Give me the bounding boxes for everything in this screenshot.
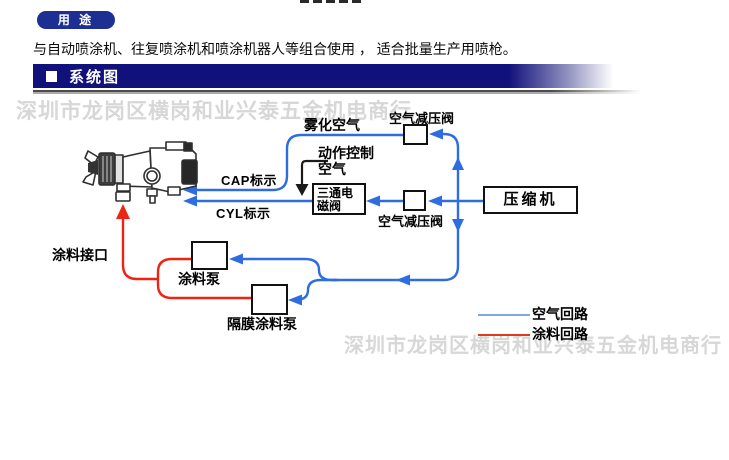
legend-paint-line-sample	[478, 334, 530, 336]
side-fitting	[167, 186, 181, 196]
rear-block	[181, 159, 198, 185]
spray-gun-illustration	[82, 141, 198, 204]
arrow-left-icon	[288, 294, 302, 306]
air-regulator-valve-top	[403, 124, 428, 145]
pump-loop-line	[156, 257, 251, 300]
arrow-down-icon	[295, 184, 309, 196]
air-regulator-valve-bottom	[403, 190, 426, 211]
arrow-left-icon	[366, 195, 380, 207]
compressor: 压缩机	[483, 186, 578, 214]
purpose-description: 与自动喷涂机、往复喷涂机和喷涂机器人等组合使用 ， 适合批量生产用喷枪。	[33, 41, 517, 57]
atomizing-air-line	[194, 133, 403, 192]
arrow-down-icon	[452, 219, 464, 232]
paint-pump	[191, 241, 228, 270]
up-branch-line	[439, 132, 460, 201]
arrow-left-icon	[429, 128, 443, 140]
top-knob	[183, 142, 193, 152]
bottom-fitting	[146, 188, 158, 197]
bottom-stem	[149, 195, 156, 204]
solenoid-label-line2: 磁阀	[317, 199, 342, 213]
purpose-badge: 用 途	[37, 11, 115, 29]
clipped-text-fragment	[300, 0, 362, 3]
paint-nipple-cap	[115, 191, 131, 202]
air-regulator-label-top: 空气减压阀	[389, 111, 455, 126]
arrow-left-icon	[183, 195, 197, 207]
arrow-left-icon	[229, 253, 243, 265]
control-air-elbow-line	[300, 159, 328, 185]
cyl-mark-label: CYL标示	[216, 206, 271, 221]
air-circuit-lines	[194, 132, 483, 302]
section-title: 系统图	[69, 68, 121, 86]
section-header-bar: 系统图	[33, 64, 613, 88]
atomizing-air-label: 雾化空气	[304, 117, 360, 133]
section-underline	[33, 90, 641, 94]
watermark-text: 深圳市龙岗区横岗和业兴泰五金机电商行	[344, 335, 722, 357]
arrow-up-icon	[116, 204, 130, 219]
to-paint-pump-line	[239, 257, 338, 282]
action-control-air-label: 动作控制 空气	[318, 145, 374, 177]
square-bullet-icon	[46, 70, 57, 82]
diaphragm-pump-label: 隔膜涂料泵	[227, 316, 297, 332]
paint-pump-label: 涂料泵	[178, 271, 220, 287]
paint-circuit-lines	[121, 212, 251, 300]
legend-air-label: 空气回路	[532, 306, 588, 322]
adjust-knob-inner	[146, 170, 158, 182]
paint-inlet-label: 涂料接口	[52, 247, 108, 263]
cap-mark-label: CAP标示	[221, 173, 277, 188]
air-regulator-label-bottom: 空气减压阀	[378, 214, 444, 229]
solenoid-label-line1: 三通电	[317, 186, 354, 200]
arrow-left-icon	[428, 195, 442, 207]
down-branch-line	[333, 201, 460, 282]
top-fitting	[165, 141, 187, 151]
watermark-text: 深圳市龙岗区横岗和业兴泰五金机电商行	[16, 100, 412, 123]
diaphragm-paint-pump	[251, 284, 288, 315]
nozzle-tip	[88, 160, 98, 175]
arrow-left-icon	[396, 274, 410, 286]
arrow-up-icon	[452, 157, 464, 170]
paint-inlet-line	[121, 212, 159, 281]
paint-nipple	[116, 183, 131, 192]
legend-air-line-sample	[478, 314, 530, 316]
legend-paint-label: 涂料回路	[532, 326, 588, 342]
collar	[114, 154, 124, 184]
three-way-solenoid-valve: 三通电 磁阀	[312, 183, 366, 215]
